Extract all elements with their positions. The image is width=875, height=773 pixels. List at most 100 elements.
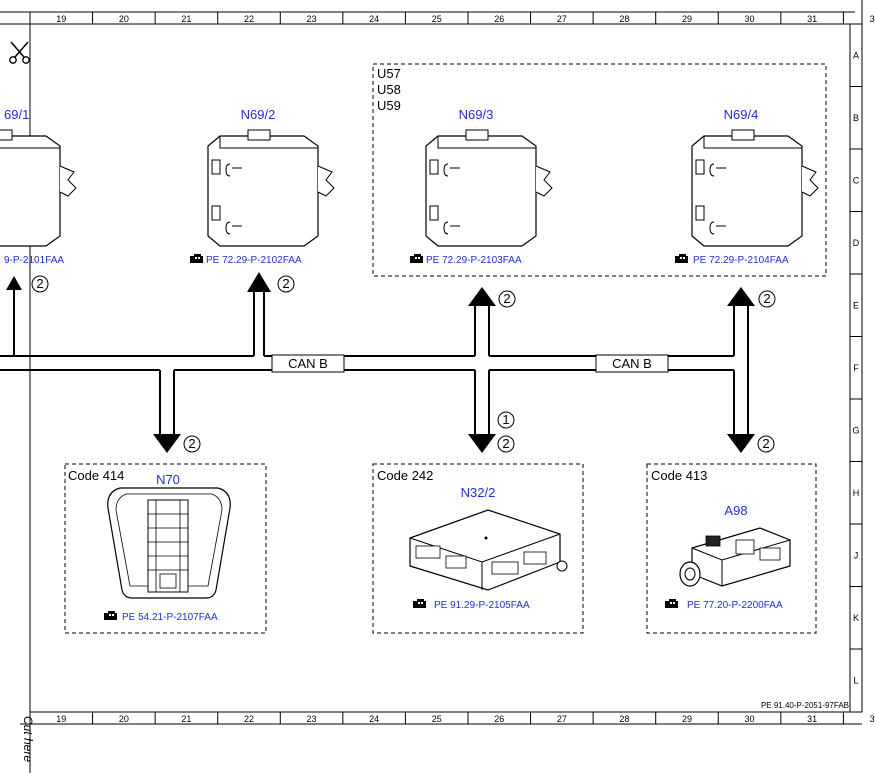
column-ruler-bottom: 19 20 21 22 23 24 25 26 27 28 29 30 31 32 <box>29 712 875 724</box>
n69-1-label: 69/1 <box>4 107 29 122</box>
column-ruler-top: 19 20 21 22 23 24 25 26 27 28 29 30 31 32 <box>29 12 875 24</box>
column-label-bottom-21: 21 <box>181 714 191 724</box>
column-label-19: 19 <box>56 14 66 24</box>
pointing-hand-icon <box>190 254 203 263</box>
module-n70: Code 414 N70 PE 54.21-P-2107FAA <box>64 463 267 634</box>
n70-code: Code 414 <box>68 468 124 483</box>
a98-label: A98 <box>724 503 747 518</box>
u-code-1: U57 <box>377 66 401 81</box>
column-label-20: 20 <box>119 14 129 24</box>
n69-1-ref: 9-P-2101FAA <box>4 255 64 266</box>
can-b-label-right: CAN B <box>612 356 652 371</box>
n69-4-label: N69/4 <box>724 107 759 122</box>
pointing-hand-icon <box>665 599 678 608</box>
a98-code: Code 413 <box>651 468 707 483</box>
document-code: PE 91.40-P-2051-97FAB <box>761 701 849 710</box>
row-label-F: F <box>853 363 859 373</box>
row-label-D: D <box>853 238 860 248</box>
module-n69-1: 69/1 9-P-2101FAA <box>0 107 77 266</box>
column-label-27: 27 <box>557 14 567 24</box>
arrow-up-n69-3 <box>468 287 496 306</box>
svg-text:1: 1 <box>502 412 509 427</box>
row-label-H: H <box>853 488 860 498</box>
row-label-A: A <box>853 50 859 60</box>
n70-ref: PE 54.21-P-2107FAA <box>122 612 218 623</box>
row-label-C: C <box>853 175 860 185</box>
circled-markers: 2 2 2 2 2 1 2 2 <box>31 275 776 453</box>
row-label-K: K <box>853 613 859 623</box>
column-label-24: 24 <box>369 14 379 24</box>
pointing-hand-icon <box>410 254 423 263</box>
column-label-28: 28 <box>619 14 629 24</box>
n69-2-ref: PE 72.29-P-2102FAA <box>206 255 302 266</box>
column-label-bottom-28: 28 <box>619 714 629 724</box>
column-label-21: 21 <box>181 14 191 24</box>
a98-ref: PE 77.20-P-2200FAA <box>687 600 783 611</box>
column-label-bottom-19: 19 <box>56 714 66 724</box>
pointing-hand-icon <box>104 611 117 620</box>
column-label-bottom-32: 32 <box>870 714 875 724</box>
scissors-icon <box>9 41 30 64</box>
row-label-L: L <box>853 675 858 685</box>
module-a98: Code 413 A98 PE 77.20-P-2200FAA <box>646 463 817 634</box>
row-label-E: E <box>853 300 859 310</box>
svg-text:2: 2 <box>282 276 289 291</box>
column-label-bottom-31: 31 <box>807 714 817 724</box>
row-ruler-right: A B C D E F G H J K L <box>850 23 862 685</box>
can-b-label-left: CAN B <box>288 356 328 371</box>
u-code-2: U58 <box>377 82 401 97</box>
column-label-bottom-30: 30 <box>745 714 755 724</box>
column-label-25: 25 <box>432 14 442 24</box>
svg-text:2: 2 <box>763 291 770 306</box>
column-label-bottom-24: 24 <box>369 714 379 724</box>
column-label-bottom-29: 29 <box>682 714 692 724</box>
n32-2-code: Code 242 <box>377 468 433 483</box>
column-label-29: 29 <box>682 14 692 24</box>
svg-text:2: 2 <box>503 291 510 306</box>
column-label-31: 31 <box>807 14 817 24</box>
column-label-bottom-26: 26 <box>494 714 504 724</box>
can-b-label-box-left <box>271 354 345 373</box>
column-label-bottom-20: 20 <box>119 714 129 724</box>
arrow-up-n69-4 <box>727 287 755 306</box>
cut-here-label: Cut here <box>21 716 35 762</box>
module-n69-4: N69/4 PE 72.29-P-2104FAA <box>675 107 819 266</box>
n32-2-label: N32/2 <box>461 485 496 500</box>
column-label-bottom-27: 27 <box>557 714 567 724</box>
pointing-hand-icon <box>675 254 688 263</box>
u-option-group-box <box>372 63 827 277</box>
can-b-label-box-right <box>595 354 669 373</box>
arrow-up-n69-2 <box>247 272 271 292</box>
n32-2-ref: PE 91.29-P-2105FAA <box>434 600 530 611</box>
module-n69-3: N69/3 PE 72.29-P-2103FAA <box>410 107 553 266</box>
n70-label: N70 <box>156 472 180 487</box>
arrow-down-n32-2 <box>468 434 496 453</box>
arrow-down-n70 <box>153 434 181 453</box>
row-label-B: B <box>853 113 859 123</box>
column-label-23: 23 <box>307 14 317 24</box>
column-label-30: 30 <box>745 14 755 24</box>
n69-3-ref: PE 72.29-P-2103FAA <box>426 255 522 266</box>
column-label-bottom-23: 23 <box>307 714 317 724</box>
svg-text:2: 2 <box>502 436 509 451</box>
column-label-bottom-22: 22 <box>244 714 254 724</box>
row-label-G: G <box>852 425 859 435</box>
svg-text:2: 2 <box>762 436 769 451</box>
arrow-down-a98 <box>727 434 755 453</box>
module-n32-2: Code 242 N32/2 PE 91.29-P-2105FAA <box>372 463 584 634</box>
row-label-J: J <box>854 550 859 560</box>
n69-4-ref: PE 72.29-P-2104FAA <box>693 255 789 266</box>
module-n69-2: N69/2 PE 72.29-P-2102FAA <box>190 107 335 266</box>
column-label-32: 32 <box>870 14 875 24</box>
u-code-3: U59 <box>377 98 401 113</box>
column-label-26: 26 <box>494 14 504 24</box>
n69-2-label: N69/2 <box>241 107 276 122</box>
column-label-22: 22 <box>244 14 254 24</box>
arrow-up-n69-1 <box>6 276 22 290</box>
pointing-hand-icon <box>413 599 426 608</box>
column-label-bottom-25: 25 <box>432 714 442 724</box>
svg-text:2: 2 <box>188 436 195 451</box>
svg-text:2: 2 <box>36 276 43 291</box>
n69-3-label: N69/3 <box>459 107 494 122</box>
